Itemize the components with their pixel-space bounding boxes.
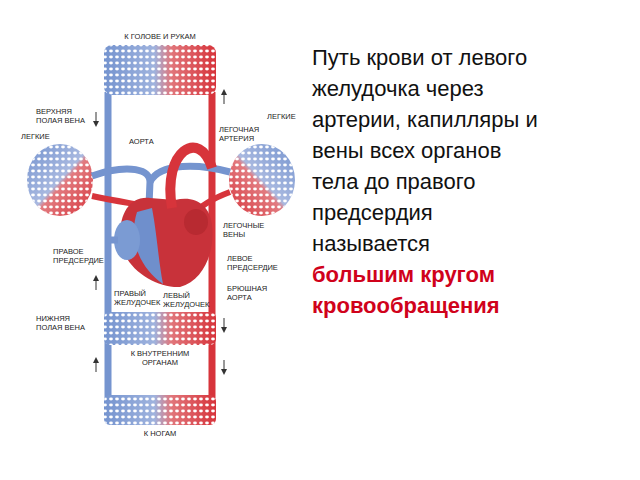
leg-capillaries — [104, 395, 216, 425]
capillary-mesh — [104, 45, 216, 95]
organ-capillaries — [104, 312, 216, 345]
vena-cava-inflow — [108, 237, 118, 244]
vessel-label: БРЮШНАЯ АОРТА — [226, 285, 270, 302]
vessel-label: ЛЕГОЧНЫЕ ВЕНЫ — [222, 222, 267, 239]
vessel-label: ЛЕГОЧНАЯ АРТЕРИЯ — [218, 126, 262, 143]
flow-arrow — [224, 360, 225, 372]
highlight-term: большим кругом кровообращения — [312, 259, 544, 321]
head-capillaries — [104, 45, 216, 95]
region-label: К ВНУТРЕННИМ ОРГАНАМ — [118, 350, 202, 367]
vessel-label: ВЕРХНЯЯ ПОЛАЯ ВЕНА — [35, 108, 87, 125]
chamber-label: ПРАВОЕ ПРЕДСЕРДИЕ — [52, 248, 102, 265]
capillary-mesh — [104, 312, 216, 345]
left-lung — [27, 144, 93, 216]
organ-label: ЛЕГКИЕ — [266, 113, 298, 122]
capillary-mesh — [27, 144, 93, 216]
pulmonary-artery — [150, 166, 230, 182]
flow-arrow — [96, 112, 97, 124]
region-label: К НОГАМ — [118, 430, 202, 439]
flow-arrow — [96, 278, 97, 290]
capillary-mesh — [229, 144, 295, 216]
chamber-label: ЛЕВЫЙ ЖЕЛУДОЧЕК — [162, 292, 208, 309]
vessel-label: НИЖНЯЯ ПОЛАЯ ВЕНА — [35, 315, 87, 332]
vena-cava — [105, 92, 112, 398]
body-paragraph: Путь крови от левого желудочка через арт… — [312, 42, 544, 259]
region-label: К ГОЛОВЕ И РУКАМ — [110, 33, 210, 42]
flow-arrow — [224, 318, 225, 330]
chamber-label: ЛЕВОЕ ПРЕДСЕРДИЕ — [226, 255, 276, 272]
aortic-arch — [170, 148, 212, 208]
capillary-mesh — [104, 395, 216, 425]
flow-arrow — [224, 92, 225, 104]
flow-arrow — [96, 360, 97, 372]
vessel-label: АОРТА — [128, 138, 156, 147]
organ-label: ЛЕГКИЕ — [20, 133, 52, 142]
chamber-label: ПРАВЫЙ ЖЕЛУДОЧЕК — [113, 290, 158, 307]
left-atrium — [184, 209, 208, 235]
right-lung — [229, 144, 295, 216]
